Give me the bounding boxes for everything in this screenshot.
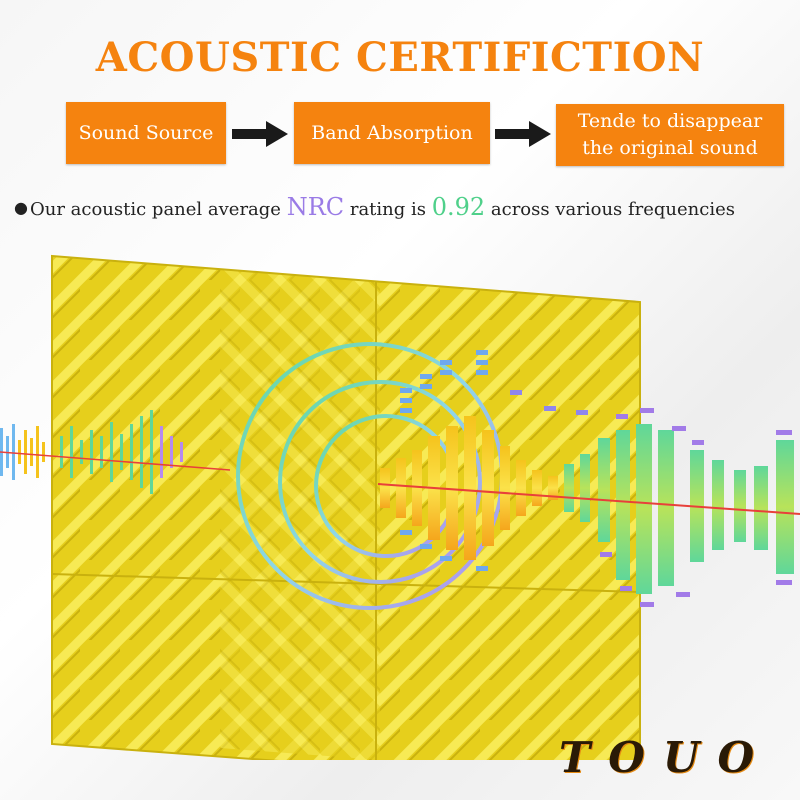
flow-step-label-line1: Tende to disappear bbox=[577, 110, 763, 132]
flow-step-band-absorption: Band Absorption bbox=[294, 102, 490, 164]
acoustic-panel-illustration bbox=[0, 254, 800, 760]
flow-step-disappear-sound: Tende to disappear the original sound bbox=[556, 104, 784, 166]
brand-logo: TOUO bbox=[559, 733, 773, 782]
nrc-suffix: across various frequencies bbox=[485, 199, 736, 220]
incoming-sound-wave bbox=[0, 410, 231, 494]
nrc-value: 0.92 bbox=[431, 193, 486, 221]
flow-step-label: Band Absorption bbox=[311, 121, 473, 144]
page-title: ACOUSTIC CERTIFICTION bbox=[95, 34, 705, 81]
flow-step-label-line2: the original sound bbox=[582, 137, 758, 159]
nrc-middle: rating is bbox=[344, 199, 432, 220]
arrow-right-icon bbox=[232, 121, 288, 147]
arrow-right-icon bbox=[495, 121, 551, 147]
flow-step-sound-source: Sound Source bbox=[66, 102, 226, 164]
nrc-prefix: Our acoustic panel average bbox=[29, 199, 287, 220]
bullet-dot-icon: ● bbox=[14, 198, 28, 217]
flow-step-label: Sound Source bbox=[78, 121, 214, 144]
nrc-rating-statement: ●Our acoustic panel average NRC rating i… bbox=[14, 193, 800, 221]
nrc-metric: NRC bbox=[286, 193, 345, 221]
level-meter-blocks bbox=[400, 350, 792, 607]
signal-center-line bbox=[377, 483, 800, 515]
absorbed-sound-wave bbox=[380, 416, 794, 594]
